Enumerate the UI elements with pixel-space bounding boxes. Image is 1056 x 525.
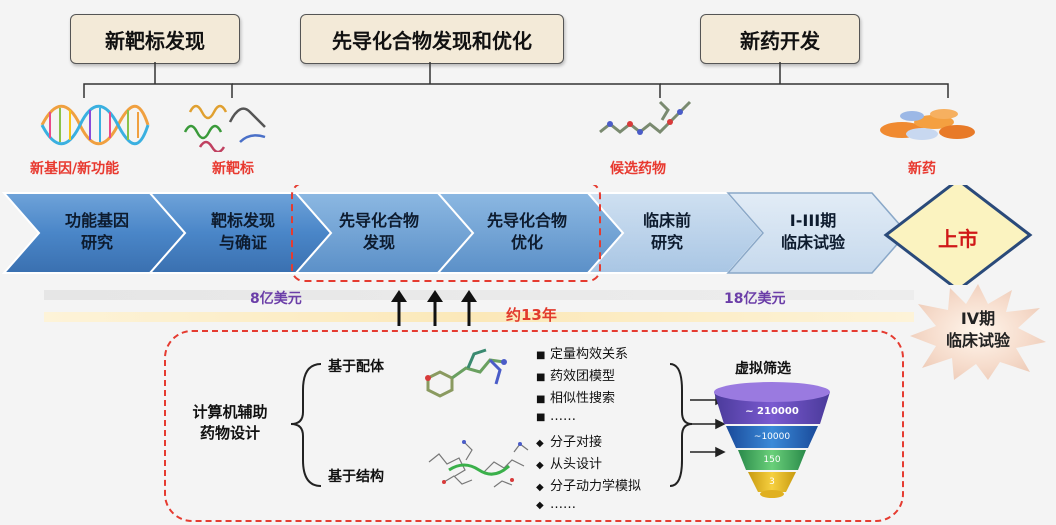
- up-arrows: [391, 290, 477, 326]
- square-bullet-icon: ■: [536, 372, 546, 383]
- stage-chevrons: [1, 185, 1033, 285]
- square-bullet-icon: ■: [536, 394, 546, 405]
- milestone-target-label: 新靶标: [212, 161, 254, 177]
- phase-target-discovery: 新靶标发现: [70, 14, 240, 64]
- cadd-title: 计算机辅助药物设计: [192, 403, 268, 442]
- stage-3-label: 先导化合物发现: [338, 211, 419, 252]
- ligand-method-2: ■药效团模型: [536, 369, 616, 384]
- funnel-level-2: ~10000: [753, 432, 791, 442]
- cost-left-label: 8亿美元: [250, 291, 302, 307]
- duration-label: 约13年: [506, 306, 557, 324]
- molecule-icon: [599, 100, 692, 135]
- phase-lead-discovery: 先导化合物发现和优化: [300, 14, 564, 64]
- screening-funnel: [714, 382, 830, 498]
- milestone-gene-label: 新基因/新功能: [30, 161, 120, 177]
- diamond-bullet-icon: ◆: [536, 482, 544, 493]
- phase4-starburst: [910, 284, 1046, 380]
- diamond-bullet-icon: ◆: [536, 460, 544, 471]
- stage-6-label: I-III期临床试验: [780, 211, 845, 252]
- dna-icon: [40, 104, 150, 146]
- square-bullet-icon: ■: [536, 412, 546, 423]
- stage-chevron-6: [726, 192, 908, 274]
- structure-molecule-icon: [428, 440, 529, 488]
- protein-icon: [183, 104, 266, 152]
- ligand-molecule-icon: [425, 348, 507, 398]
- pills-icon: [880, 109, 975, 140]
- cost-right-label: 18亿美元: [724, 291, 786, 307]
- stage-1-label: 功能基因研究: [64, 211, 129, 252]
- ligand-method-3: ■相似性搜索: [536, 391, 616, 406]
- square-bullet-icon: ■: [536, 350, 546, 361]
- cadd-brace: [290, 363, 322, 487]
- funnel-level-1: ~ 210000: [745, 406, 799, 417]
- virtual-screening-label: 虚拟筛选: [735, 361, 791, 377]
- lead-stage-highlight: [291, 185, 601, 282]
- structure-method-2: ◆从头设计: [536, 457, 603, 472]
- structure-method-1: ◆分子对接: [536, 435, 603, 450]
- stage-2-label: 靶标发现与确证: [210, 211, 275, 252]
- milestone-drug-label: 新药: [908, 161, 936, 177]
- market-label: 上市: [938, 227, 978, 251]
- cadd-panel: [164, 330, 904, 522]
- phase-new-drug: 新药开发: [700, 14, 860, 64]
- diamond-bullet-icon: ◆: [536, 500, 544, 511]
- phase-brackets: [83, 62, 949, 98]
- structure-method-4: ◆……: [536, 497, 576, 512]
- ligand-method-1: ■定量构效关系: [536, 347, 629, 362]
- ligand-method-4: ■……: [536, 409, 576, 424]
- funnel-level-4: 3: [769, 477, 775, 487]
- structure-based-label: 基于结构: [328, 469, 384, 485]
- stage-4-label: 先导化合物优化: [486, 211, 567, 252]
- funnel-level-3: 150: [763, 455, 781, 465]
- structure-method-3: ◆分子动力学模拟: [536, 479, 642, 494]
- milestone-candidate-label: 候选药物: [610, 161, 666, 177]
- time-bar: [44, 312, 914, 322]
- market-diamond: [883, 185, 1033, 285]
- stage-5-label: 临床前研究: [642, 211, 691, 252]
- diamond-bullet-icon: ◆: [536, 438, 544, 449]
- cost-bar: [44, 290, 914, 300]
- ligand-based-label: 基于配体: [328, 359, 384, 375]
- phase4-label: IV期临床试验: [945, 309, 1010, 350]
